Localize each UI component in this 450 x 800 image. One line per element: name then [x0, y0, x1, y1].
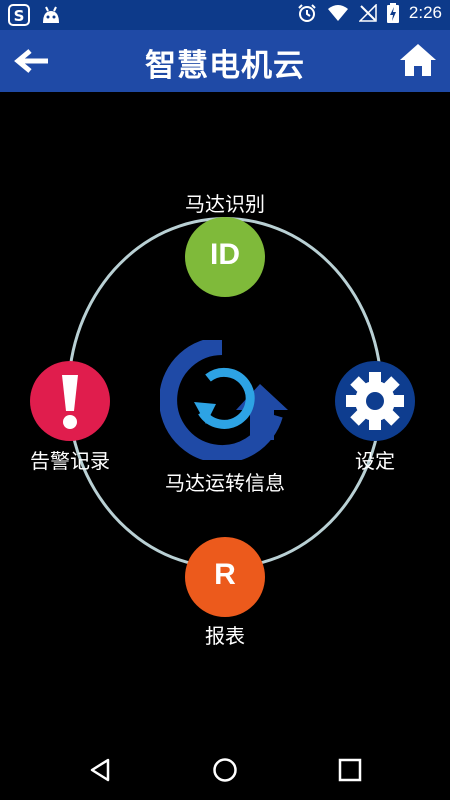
app-bar: 智慧电机云	[0, 30, 450, 92]
app-s-icon: S	[8, 4, 30, 26]
exclamation-icon	[62, 375, 78, 429]
nav-back-icon[interactable]	[88, 758, 112, 782]
signal-off-icon	[358, 4, 377, 22]
nav-home-icon[interactable]	[212, 757, 238, 783]
wifi-icon	[327, 5, 348, 21]
alarm-records-button[interactable]	[30, 361, 110, 441]
page-title: 智慧电机云	[145, 48, 305, 84]
settings-button[interactable]	[335, 361, 415, 441]
motor-id-badge: ID	[210, 238, 240, 271]
home-icon[interactable]	[398, 42, 438, 78]
motor-id-label: 马达识别	[185, 192, 265, 216]
battery-charging-icon	[386, 3, 399, 23]
report-badge: R	[214, 558, 236, 591]
motor-running-info-label[interactable]: 马达运转信息	[165, 471, 285, 495]
refresh-cycle-icon[interactable]	[160, 340, 290, 460]
motor-id-button[interactable]: ID	[185, 217, 265, 297]
alarm-records-label: 告警记录	[30, 449, 110, 473]
system-nav-bar	[0, 740, 450, 800]
report-label: 报表	[205, 624, 245, 648]
status-time: 2:26	[408, 3, 442, 22]
settings-label: 设定	[355, 449, 395, 473]
nav-recents-icon[interactable]	[338, 758, 362, 782]
status-bar: S 2:26	[0, 0, 450, 30]
svg-text:S: S	[14, 7, 25, 25]
back-arrow-icon[interactable]	[12, 46, 52, 76]
gear-icon	[346, 372, 404, 430]
android-robot-icon	[43, 6, 59, 23]
alarm-clock-icon	[298, 4, 316, 22]
report-button[interactable]: R	[185, 537, 265, 617]
